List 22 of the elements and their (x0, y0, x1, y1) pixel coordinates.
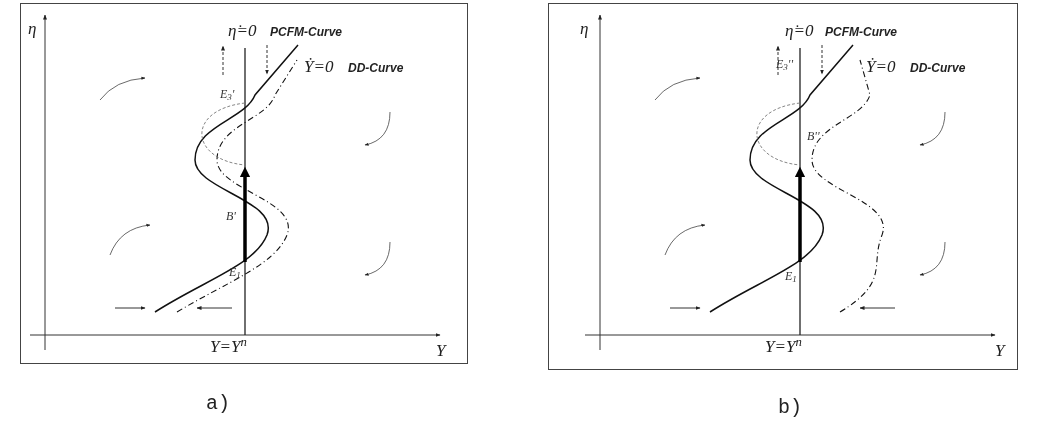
point-label: E$_{3}$'' (776, 58, 793, 70)
axis-label: Y (436, 342, 446, 359)
curve-equation: Ẏ=0 (304, 58, 334, 75)
point-label: B'' (807, 130, 820, 142)
curve-equation: Ẏ=0 (866, 58, 896, 75)
axis-label: Y=Y$^{n}$ (765, 338, 802, 355)
axis-label: Y=Y$^{n}$ (210, 338, 247, 355)
point-label: E$_{3}$' (220, 88, 235, 100)
curve-equation: η̇=0 (785, 22, 814, 39)
axis-label: η (580, 20, 589, 37)
curve-name: PCFM-Curve (825, 26, 897, 38)
point-label: E$_{1}$ (785, 270, 797, 282)
curve-name: PCFM-Curve (270, 26, 342, 38)
caption: b) (778, 398, 802, 418)
axis-label: Y (995, 342, 1005, 359)
caption: a) (206, 394, 230, 414)
curve-name: DD-Curve (910, 62, 966, 74)
curve-name: DD-Curve (348, 62, 404, 74)
curve-equation: η̇=0 (228, 22, 257, 39)
axis-label: η (28, 20, 37, 37)
point-label: E$_{1}$ (229, 266, 241, 278)
point-label: B' (226, 210, 236, 222)
